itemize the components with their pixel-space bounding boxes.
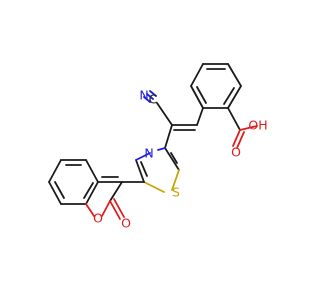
coumarin-bond [85,159,99,183]
coumarin-ring-o-bond [85,203,95,217]
thiazole-s-bond [171,169,180,191]
acid-carbonyl-bond [232,129,241,147]
benzene-bond [227,85,242,109]
benzene-bond [190,63,204,87]
nitrile-triple-bond [149,90,157,97]
molecule-diagram: N C OH O S N O O [48,63,268,231]
coumarin-bond [109,181,123,202]
vinyl-bond [190,85,204,109]
benzene-bond [227,63,242,87]
nitrile-triple-bond [146,93,154,100]
coumarin-inner-bond [83,182,94,199]
benzene-inner-bond [223,87,235,105]
coumarin-carbonyl-bond [109,200,121,220]
coumarin-bond [48,181,62,205]
coumarin-ring-oxygen-label: O [93,211,103,226]
thiazole-n-bond [135,152,151,161]
acid-carbonyl-oxygen-label: O [231,145,241,160]
coumarin-inner-bond [54,181,65,199]
nitrile-triple-bond [143,96,151,103]
acid-carbonyl-bond-double [236,131,245,149]
vinyl-to-benzene-bond [196,107,204,126]
molecule-structure: N C OH O S N O O [48,63,268,231]
thiazole-inner-bond [140,161,148,177]
coumarin-bond [85,181,99,205]
nitrile-carbon-bond [156,102,173,126]
thiazole-link-bond [164,124,173,149]
acid-carbon-bond [227,107,241,131]
thiazole-nitrogen-label: N [144,146,153,161]
thiazole-bond [135,159,145,183]
thiazole-inner-bond [170,152,178,164]
nitrile-carbon-label: C [149,92,158,107]
thiazole-bond [164,147,180,171]
thiazole-n-bond [157,147,166,151]
coumarin-carbonyl-oxygen-label: O [121,216,131,231]
benzene-inner-bond [196,86,207,104]
bonds [48,63,258,220]
thiazole-s-bond [143,181,165,193]
nitrile-nitrogen-label: N [139,88,148,103]
atom-labels: N C OH O S N O O [93,88,268,231]
coumarin-ring-o-bond [101,200,111,217]
coumarin-bond [48,159,62,183]
coumarin-carbonyl-bond-double [113,198,125,218]
acid-hydroxyl-bond [239,125,258,131]
thiazole-sulfur-label: S [172,185,180,200]
acid-hydroxyl-label: OH [248,118,267,133]
